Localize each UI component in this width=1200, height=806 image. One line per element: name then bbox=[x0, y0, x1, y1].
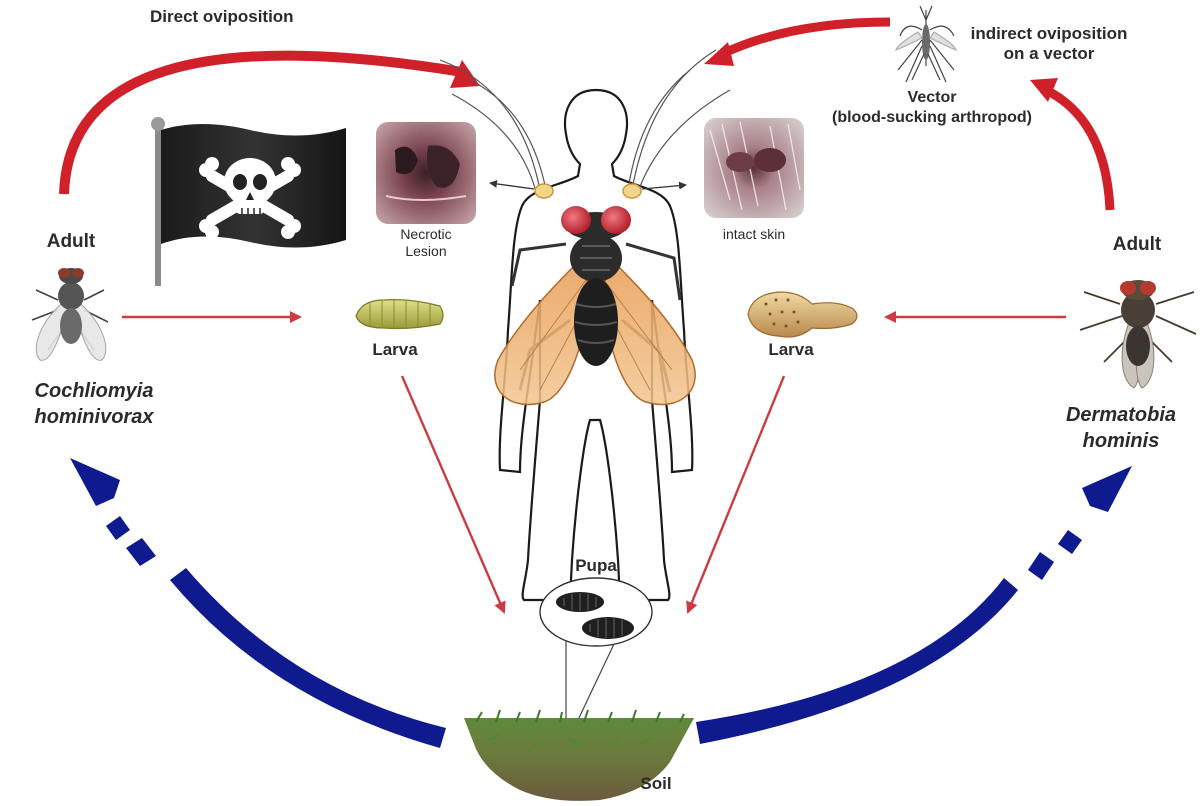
shoulder-marks bbox=[489, 179, 687, 199]
pupa-icon bbox=[556, 592, 634, 639]
adult-to-vector-arrow bbox=[1030, 78, 1115, 211]
larva-left-label: Larva bbox=[372, 340, 418, 359]
left-larva-icon bbox=[355, 299, 444, 330]
species-right-line-2: hominis bbox=[1082, 430, 1160, 452]
vector-label: Vector (blood-sucking arthropod) bbox=[812, 88, 1052, 128]
necrotic-lesion-photo bbox=[376, 122, 476, 224]
pupa-label: Pupa bbox=[575, 556, 617, 575]
species-left-line-2: hominivorax bbox=[34, 406, 154, 428]
skull-and-crossbones-flag bbox=[151, 117, 346, 286]
direct-oviposition-label: Direct oviposition bbox=[150, 7, 294, 26]
intact-skin-photo bbox=[704, 118, 804, 218]
necrotic-lesion-label: Necrotic Lesion bbox=[376, 226, 476, 260]
soil-label: Soil bbox=[640, 774, 672, 793]
oviposition-lines bbox=[439, 49, 731, 193]
species-right-label: Dermatobia hominis bbox=[1046, 402, 1196, 454]
indirect-oviposition-line-2: on a vector bbox=[1003, 44, 1095, 63]
vector-label-line-2: (blood-sucking arthropod) bbox=[832, 109, 1032, 126]
adult-right-label: Adult bbox=[1112, 234, 1162, 255]
necrotic-lesion-line-2: Lesion bbox=[405, 243, 447, 259]
right-return-arrow bbox=[696, 466, 1132, 744]
indirect-oviposition-label: indirect oviposition on a vector bbox=[954, 24, 1144, 64]
vector-label-line-1: Vector bbox=[907, 89, 957, 106]
indirect-oviposition-line-1: indirect oviposition bbox=[970, 24, 1128, 43]
soil-patch bbox=[464, 709, 694, 801]
species-right-line-1: Dermatobia bbox=[1065, 404, 1177, 426]
mosquito-icon bbox=[895, 5, 957, 83]
cochliomyia-adult-fly-icon bbox=[31, 268, 109, 361]
adult-left-label: Adult bbox=[46, 231, 96, 252]
intact-skin-label: intact skin bbox=[722, 226, 786, 242]
larva-to-pupa-arrows bbox=[400, 375, 786, 614]
central-fly-icon bbox=[494, 206, 696, 406]
left-return-arrow bbox=[70, 458, 446, 748]
species-left-label: Cochliomyia hominivorax bbox=[4, 378, 184, 430]
species-left-line-1: Cochliomyia bbox=[34, 380, 154, 402]
larva-right-label: Larva bbox=[768, 340, 814, 359]
dermatobia-adult-fly-icon bbox=[1079, 280, 1197, 389]
necrotic-lesion-line-1: Necrotic bbox=[400, 226, 452, 242]
vector-to-human-arrow bbox=[704, 17, 891, 66]
right-larva-icon bbox=[747, 291, 858, 338]
